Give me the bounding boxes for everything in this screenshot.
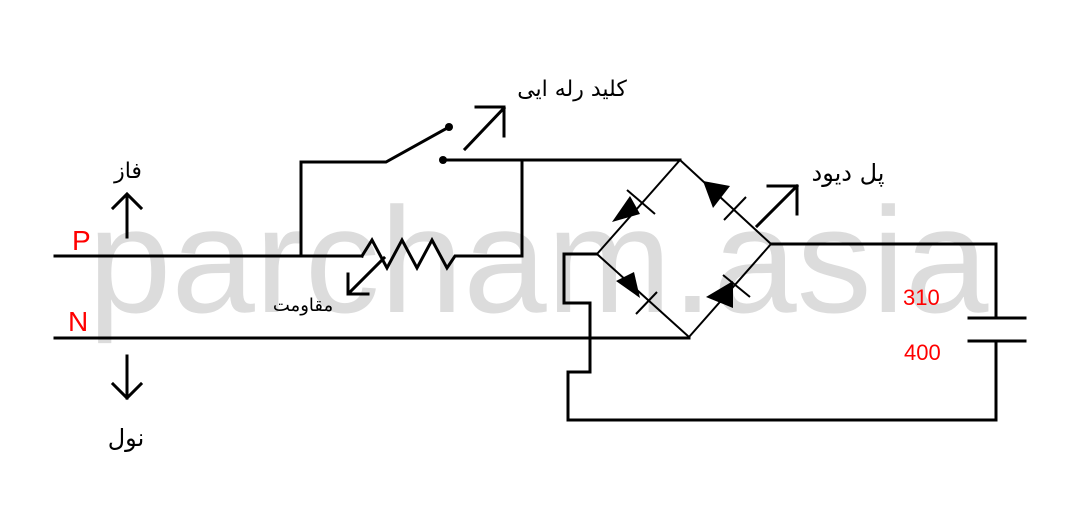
switch-contact xyxy=(445,123,453,131)
capacitor-value-top: 310 xyxy=(903,285,940,310)
phase-label: فاز xyxy=(113,159,142,184)
bridge-arrow-icon xyxy=(754,183,800,229)
phase-arrow-icon xyxy=(110,191,144,239)
diode-bridge-label: پل دیود xyxy=(812,159,885,187)
phase-letter: P xyxy=(72,225,91,256)
resistor-arrow-icon xyxy=(346,255,387,296)
neutral-letter: N xyxy=(68,306,88,337)
resistor-zigzag xyxy=(359,236,524,272)
capacitor-circuit xyxy=(562,242,1027,422)
relay-arrow-icon xyxy=(462,105,507,152)
watermark: parcham.asia xyxy=(88,176,989,344)
diode-bridge xyxy=(595,158,773,339)
neutral-arrow-icon xyxy=(110,354,144,401)
relay-switch-label: کلید رله ایی xyxy=(517,77,627,102)
resistor-label: مقاومت xyxy=(273,295,333,316)
phase-wire xyxy=(53,123,682,272)
capacitor-value-bottom: 400 xyxy=(904,340,941,365)
neutral-label: نول xyxy=(108,424,145,452)
